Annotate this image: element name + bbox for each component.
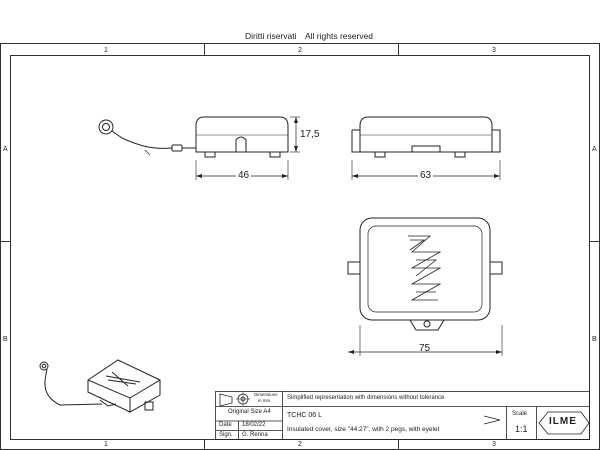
zone-col-2-bottom: 2 [298,441,302,448]
top-view [347,217,503,356]
dim-side-height: 17,5 [300,129,320,140]
zone-row-a-left: A [3,146,8,153]
rights-en: All rights reserved [305,31,374,41]
zone-ticks [0,43,600,450]
sign-label: Sign. [219,432,233,438]
zone-col-1-top: 1 [104,47,108,54]
zone-row-b-left: B [3,336,8,343]
dim-front-width: 63 [418,170,434,181]
product-code: TCHC 06 L [287,412,323,419]
note-simplified: Simplified representation with dimension… [287,395,445,401]
title-block [215,391,590,440]
rights-it: Diritti riservati [245,31,297,41]
zone-col-3-top: 3 [492,47,496,54]
front-view [351,116,501,180]
date-value: 18/02/22 [242,422,266,428]
zone-row-a-right: A [592,146,597,153]
original-size: Original Size A4 [228,409,271,415]
scale-label: Scale [512,411,528,417]
front-arrows [352,174,500,178]
inner-frame [10,55,590,440]
side-arrows [196,117,298,178]
outer-frame [0,43,600,450]
ilme-logo: ILME [549,416,577,427]
zone-col-1-bottom: 1 [104,441,108,448]
eyelet-ring [98,119,114,135]
dim-unit-label-2: in mm [258,398,271,403]
sign-value: G. Renna [242,432,268,438]
dim-unit-label-1: Dimensions [254,392,278,397]
cable [121,137,173,149]
side-view [98,116,300,180]
zone-col-2-top: 2 [298,47,302,54]
isometric-view [39,359,161,413]
top-arrows [348,350,502,354]
dim-top-width: 75 [419,343,431,354]
product-description: Insulated cover, size "44.27", with 2 pe… [287,426,440,433]
dim-side-width: 46 [236,170,252,181]
zone-col-3-bottom: 3 [492,441,496,448]
scale-value: 1:1 [515,424,528,434]
side-body [195,116,289,153]
zone-row-b-right: B [592,336,597,343]
logo-pattern [408,235,442,301]
date-label: Date [219,422,232,428]
